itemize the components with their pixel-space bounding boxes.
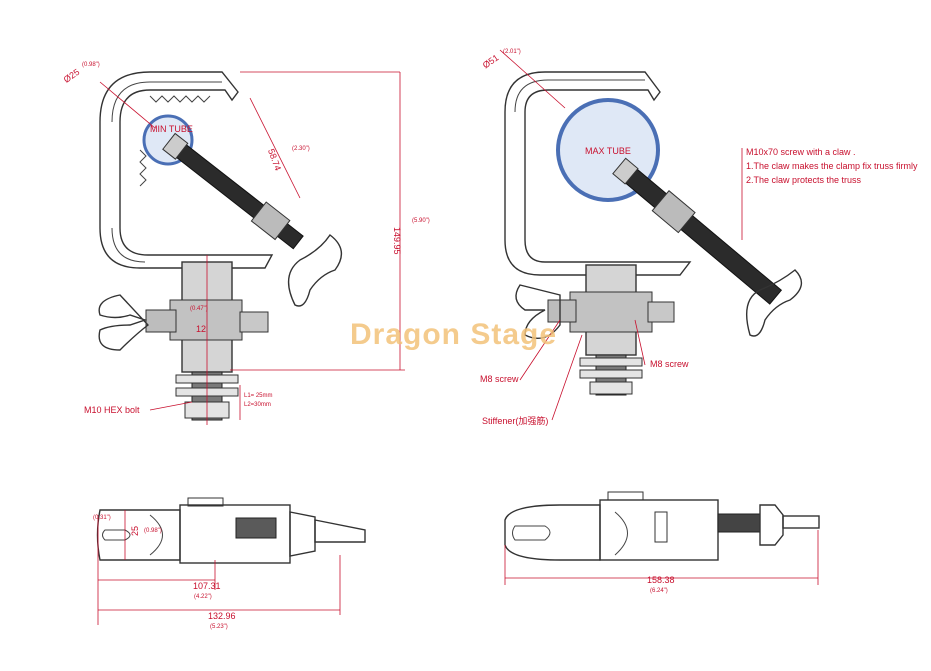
right-dimension-lines [499, 49, 743, 421]
min-dia-inch: (0.98") [82, 62, 100, 68]
max-dia-label: Ø51 [481, 52, 501, 70]
center-mm: 12 [196, 324, 206, 334]
center-inch: (0.47") [190, 306, 208, 312]
l1-label: L1= 25mm [244, 393, 273, 399]
total-length: 158.38 [647, 575, 675, 585]
length-1-inch: (4.22") [194, 594, 212, 600]
min-dia-label: Ø25 [62, 67, 82, 85]
claw-length-label: 58.74 [266, 147, 283, 172]
left-dimension-lines [99, 71, 405, 420]
m8-screw-left-label: M8 screw [480, 374, 519, 384]
length-2-inch: (5.23") [210, 624, 228, 630]
right-clamp-top-view [504, 491, 820, 561]
l2-label: L2=30mm [244, 402, 271, 408]
total-length-inch: (6.24") [650, 588, 668, 594]
claw-note-1: 1.The claw makes the clamp fix truss fir… [746, 161, 918, 171]
height-label: 149.95 [392, 227, 402, 255]
slot-inch: (0.31") [93, 515, 111, 521]
claw-note-title: M10x70 screw with a claw . [746, 147, 856, 157]
bottom-right-dimension-lines [504, 530, 819, 585]
length-2: 132.96 [208, 611, 236, 621]
claw-length-inch: (2.30") [292, 146, 310, 152]
bottom-left-dimension-lines [97, 510, 341, 625]
m8-screw-right-label: M8 screw [650, 359, 689, 369]
right-clamp-front-view [504, 71, 803, 396]
max-dia-inch: (2.01") [503, 49, 521, 55]
height-inch: (5.90") [412, 218, 430, 224]
left-clamp-front-view [98, 71, 343, 425]
hex-bolt-label: M10 HEX bolt [84, 405, 140, 415]
min-tube-label: MIN TUBE [150, 124, 193, 134]
watermark: Dragon Stage [350, 318, 558, 351]
stiffener-label: Stiffener(加强筋) [482, 415, 548, 426]
max-tube-label: MAX TUBE [585, 146, 631, 156]
length-1: 107.31 [193, 581, 221, 591]
top-height-inch: (0.98") [144, 528, 162, 534]
claw-note-2: 2.The claw protects the truss [746, 175, 862, 185]
top-height-mm: 25 [130, 526, 140, 536]
